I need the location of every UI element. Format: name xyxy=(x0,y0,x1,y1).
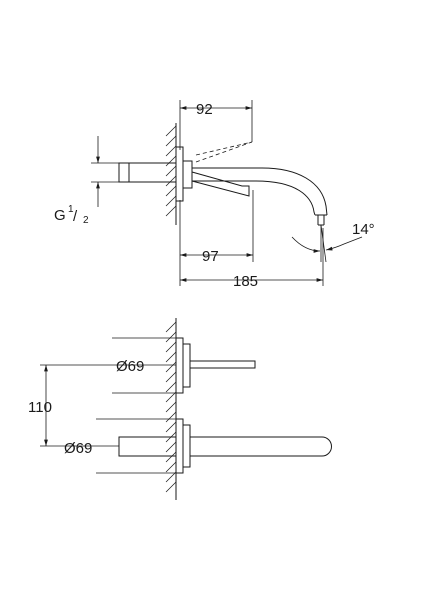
wall-section xyxy=(165,123,177,225)
spout-plate xyxy=(175,418,332,474)
side-view: 92 97 185 14° G xyxy=(54,100,375,290)
wall-flange xyxy=(175,146,184,202)
in-wall-body xyxy=(118,162,177,183)
dim-vertical-label: 110 xyxy=(28,399,52,416)
lever-flange xyxy=(175,337,184,394)
dim-top-label: 92 xyxy=(196,101,213,118)
in-wall-body-front xyxy=(118,436,177,457)
dim-dia-upper: Ø69 xyxy=(40,337,176,394)
dim-total-label: 185 xyxy=(233,273,258,290)
spout-hub xyxy=(182,424,191,468)
lever-hub xyxy=(182,343,191,388)
dim-angle-label: 14° xyxy=(352,221,375,238)
thread-g-label: G xyxy=(54,207,66,224)
thread-callout: G 1 / 2 xyxy=(54,136,119,226)
dim-angle: 14° xyxy=(291,221,375,263)
thread-num-label: 1 xyxy=(68,204,74,215)
lever-plate xyxy=(175,337,256,394)
lever-handle xyxy=(189,360,256,369)
dim-inner: 97 xyxy=(179,190,254,286)
spout-front xyxy=(190,436,332,457)
dim-inner-label: 97 xyxy=(202,248,219,265)
thread-slash: / xyxy=(73,208,78,225)
front-view: Ø69 Ø69 110 xyxy=(28,318,332,500)
thread-den-label: 2 xyxy=(83,215,89,226)
spout-flange xyxy=(175,418,184,474)
flange-hub xyxy=(182,160,193,189)
dia-lower-label: Ø69 xyxy=(64,440,92,457)
dim-top: 92 xyxy=(179,100,253,150)
lever-swing xyxy=(195,141,253,163)
dim-dia-lower: Ø69 xyxy=(40,418,176,474)
dim-vertical: 110 xyxy=(28,365,52,446)
dia-upper-label: Ø69 xyxy=(116,358,144,375)
dim-total: 185 xyxy=(180,228,324,290)
spout xyxy=(191,167,328,226)
